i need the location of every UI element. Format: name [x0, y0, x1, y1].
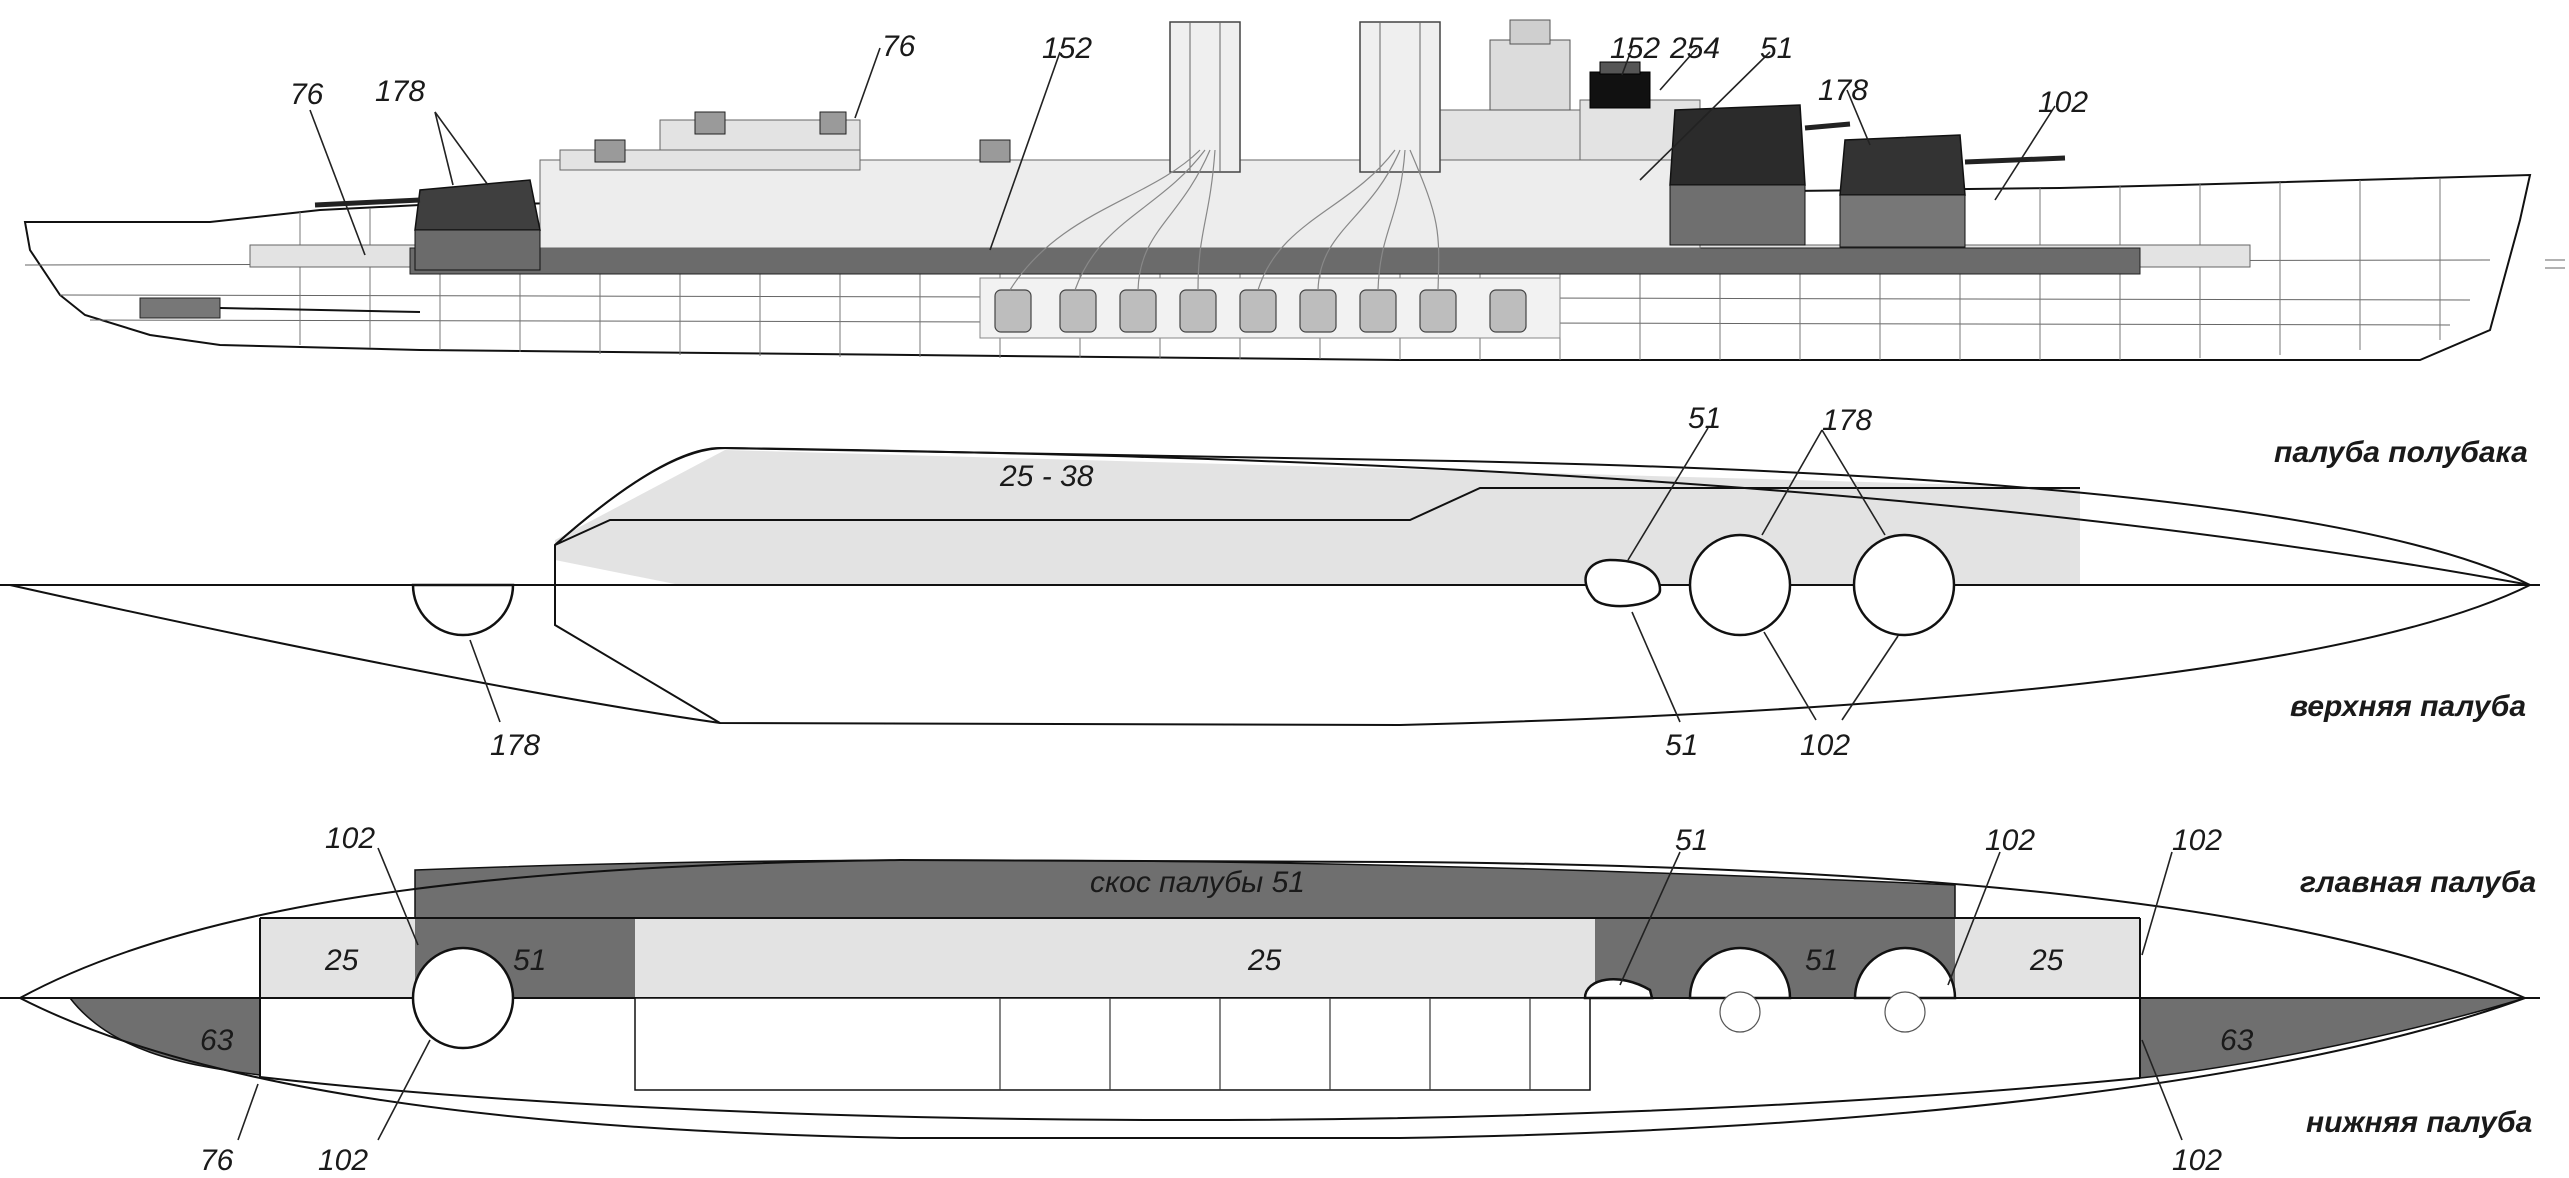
- main-leaders: [237, 847, 2183, 1141]
- main-label-102-bottom-right: 102: [2172, 1144, 2222, 1177]
- deck-area-63-left: [68, 997, 261, 1076]
- upper-deck-plan: 25 - 38 51 178 178 51 102 палуба полубак…: [0, 402, 2540, 762]
- main-label-102-top-left: 102: [325, 822, 375, 855]
- deck-area-25-right: [1955, 918, 2140, 998]
- side-profile: 76 178 76 152 152 254 51 178 102: [23, 19, 2565, 361]
- main-label-102-bottom-left: 102: [318, 1144, 368, 1177]
- turret-fore-1: [1669, 104, 1851, 246]
- main-armor-belt: [409, 247, 2141, 275]
- upper-thickness-label: 25 - 38: [999, 460, 1094, 493]
- conning-tower: [1589, 71, 1651, 109]
- upper-label-102-bottom: 102: [1800, 729, 1850, 762]
- field-63-right: 63: [2220, 1024, 2254, 1057]
- conning-tube-main: [1583, 978, 1654, 1000]
- profile-label-102-fore: 102: [2038, 86, 2088, 119]
- field-63-left: 63: [200, 1024, 234, 1057]
- profile-label-152-mid: 152: [1042, 32, 1092, 65]
- deck-area-25-center: [635, 918, 1595, 998]
- barbette-aft-upper: [411, 583, 515, 637]
- boilers: [994, 289, 1527, 333]
- main-label-102-top-right: 102: [1985, 824, 2035, 857]
- lower-deck-compartments: [634, 997, 1591, 1091]
- deck-name-forecastle: палуба полубака: [2274, 436, 2528, 469]
- deck-name-lower: нижняя палуба: [2306, 1106, 2532, 1139]
- field-25-right: 25: [2029, 944, 2064, 977]
- barbette-fore-1-upper: [1688, 533, 1792, 637]
- slope-label: скос палубы 51: [1090, 866, 1305, 899]
- barbette-fore-2-upper: [1852, 533, 1956, 637]
- profile-leaders: [309, 47, 2056, 256]
- barbette-fore-2-main: [1853, 946, 1957, 1000]
- profile-label-152-ct: 152: [1610, 32, 1660, 65]
- funnel-aft: [1359, 21, 1441, 173]
- main-label-102-far-right: 102: [2172, 824, 2222, 857]
- field-51-right: 51: [1805, 944, 1838, 977]
- barbette-aft-main: [411, 946, 515, 1050]
- field-25-center: 25: [1247, 944, 1282, 977]
- profile-label-51: 51: [1760, 32, 1793, 65]
- upper-label-51-top: 51: [1688, 402, 1721, 435]
- profile-label-178-fore: 178: [1818, 74, 1868, 107]
- conning-tower-base: [1584, 558, 1662, 608]
- upper-label-178-bottom: 178: [490, 729, 540, 762]
- forecastle-armor-area: [555, 450, 2080, 585]
- deck-area-63-right: [2139, 997, 2526, 1079]
- upper-leaders: [469, 427, 1899, 723]
- deck-name-main: главная палуба: [2300, 866, 2536, 899]
- profile-label-76-aft: 76: [290, 78, 324, 111]
- upper-label-178-top: 178: [1822, 404, 1872, 437]
- profile-label-178-aft: 178: [375, 75, 425, 108]
- turret-aft: [314, 179, 541, 271]
- field-25-left: 25: [324, 944, 359, 977]
- boiler-uptakes: [1009, 149, 1440, 291]
- deck-name-upper: верхняя палуба: [2290, 690, 2526, 723]
- main-label-76-bottom: 76: [200, 1144, 234, 1177]
- field-51-left: 51: [513, 944, 546, 977]
- profile-label-254: 254: [1669, 32, 1720, 65]
- profile-label-76-mid: 76: [882, 30, 916, 63]
- fore-superstructure: [539, 159, 1701, 249]
- barbette-fore-1-main: [1688, 946, 1792, 1000]
- main-deck-plan: скос палубы 51 102 51 102 102 25 51 25 5…: [0, 822, 2540, 1177]
- turret-fore-2: [1839, 134, 2066, 248]
- upper-label-51-bottom: 51: [1665, 729, 1698, 762]
- funnel-fore: [1169, 21, 1241, 173]
- upper-hull-outline: [9, 446, 2533, 727]
- main-label-51-top: 51: [1675, 824, 1708, 857]
- deck-area-25-left: [260, 918, 415, 998]
